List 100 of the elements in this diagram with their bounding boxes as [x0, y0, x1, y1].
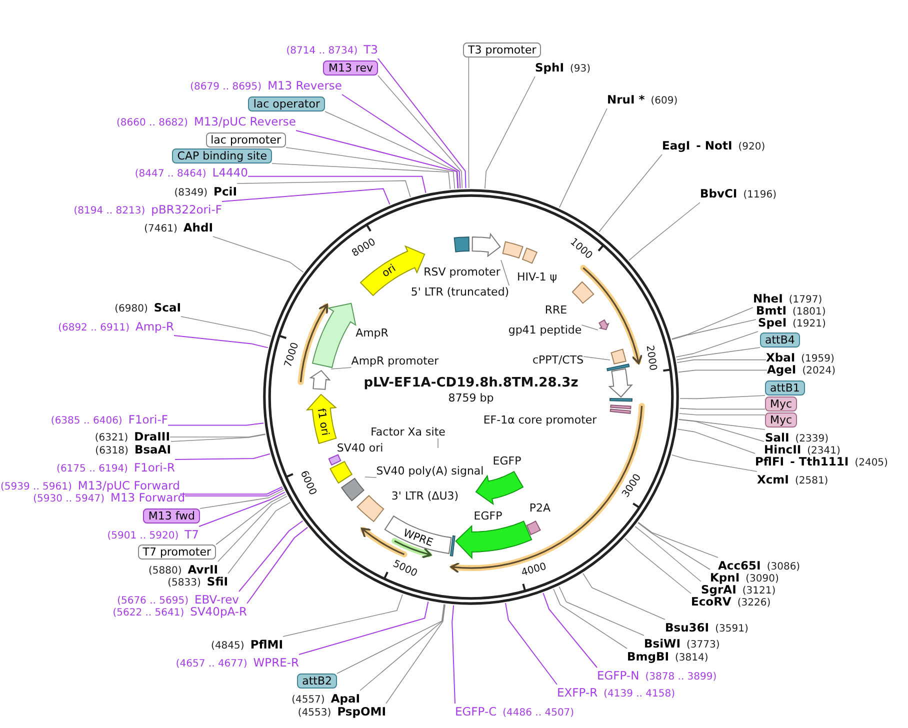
enzyme-name: DraIII	[134, 430, 170, 444]
enzyme-name: EcoRV	[691, 594, 732, 608]
cut-site-position: (4845)	[211, 640, 244, 654]
enzyme-name: - NotI	[696, 138, 732, 152]
leader-line	[500, 260, 510, 286]
feature-label: f1 ori	[314, 407, 332, 436]
leader-line	[246, 526, 308, 604]
leader-line	[170, 434, 266, 438]
feature-label: gp41 peptide	[508, 324, 582, 336]
leader-line	[216, 494, 286, 545]
feature-tag: attB2	[297, 674, 337, 688]
leader-line	[236, 180, 411, 198]
cut-site-position: (6318)	[95, 444, 128, 458]
cut-site-position: (2341)	[807, 444, 840, 456]
leader-line	[583, 356, 610, 360]
leader-line	[364, 476, 377, 478]
enzyme-name: SpeI	[758, 316, 787, 330]
leader-line	[581, 324, 598, 330]
cut-site-position: (3121)	[742, 584, 776, 598]
primer-position: (6385 .. 6406)	[50, 414, 122, 428]
cut-site-position: (1797)	[788, 294, 822, 306]
leader-line	[228, 502, 291, 574]
enzyme-name: BbvCI	[700, 186, 738, 200]
primer-name: M13/pUC Forward	[78, 478, 180, 492]
leader-line	[336, 604, 444, 674]
primer-name: Amp-R	[135, 320, 174, 334]
primer-position: (4139 .. 4158)	[604, 688, 676, 702]
leader-line	[378, 58, 466, 189]
enzyme-name: XcmI	[757, 472, 789, 486]
enzyme-name: Bsu36I	[665, 620, 710, 634]
enzyme-name: KpnI	[710, 570, 740, 584]
primer-position: (5676 .. 5695)	[117, 594, 188, 608]
cut-site-position: (5880)	[148, 564, 182, 578]
enzyme-name: HincII	[764, 442, 802, 456]
primer-position: (5939 .. 5961)	[0, 480, 72, 494]
cut-site-position: (1959)	[801, 352, 834, 366]
scale-number: 7000	[282, 340, 302, 370]
leader-line	[553, 588, 628, 649]
leader-line	[174, 335, 268, 348]
primer-position: (3878 .. 3899)	[645, 670, 717, 684]
leader-line	[676, 347, 760, 360]
leader-line	[298, 601, 429, 655]
enzyme-name: AvrII	[188, 562, 218, 576]
plasmid-size-label: 8759 bp	[448, 392, 494, 404]
leader-line	[558, 586, 644, 636]
leader-line	[672, 319, 756, 340]
primer-name: L4440	[212, 166, 248, 180]
leader-line	[582, 573, 666, 620]
enzyme-name: BmtI	[756, 304, 787, 318]
feature-label: RSV promoter	[424, 266, 500, 278]
feature-label: HIV-1 ψ	[516, 270, 558, 284]
cut-site-position: (3226)	[737, 596, 771, 610]
leader-line	[638, 522, 710, 570]
enzyme-name: BmgBI	[627, 650, 670, 664]
cut-site-position: (3591)	[715, 622, 748, 636]
feature-label: SV40 ori	[336, 442, 384, 454]
enzyme-name: AhdI	[183, 220, 213, 234]
leader-line	[638, 522, 718, 558]
feature-tag: T7 promoter	[138, 544, 216, 560]
leader-line	[184, 488, 284, 496]
feature-tag: attB1	[765, 380, 805, 396]
feature-label: SV40 poly(A) signal	[376, 464, 484, 478]
leader-line	[360, 604, 445, 691]
enzyme-name: PspOMI	[337, 704, 386, 718]
leader-line	[678, 413, 766, 416]
leader-line	[542, 592, 598, 668]
feature-tag: Myc	[765, 396, 798, 412]
feature-label: AmpR promoter	[351, 354, 439, 368]
enzyme-name: BsiWI	[644, 636, 681, 650]
feature-tag: lac operator	[248, 96, 325, 112]
leader-line	[272, 163, 451, 190]
leader-line	[671, 307, 754, 340]
leader-line	[678, 418, 766, 430]
leader-line	[378, 75, 463, 189]
leader-line	[282, 594, 403, 637]
feature-label: WPRE	[402, 526, 435, 548]
primer-position: (8679 .. 8695)	[190, 80, 262, 94]
feature-label: Factor Xa site	[370, 426, 446, 438]
primer-position: (8714 .. 8734)	[286, 44, 358, 58]
leader-line	[222, 188, 390, 205]
leader-line	[180, 316, 272, 337]
primer-position: (8194 .. 8213)	[74, 204, 146, 218]
cut-site-position: (1801)	[792, 306, 826, 318]
leader-line	[168, 422, 264, 426]
cut-site-position: (93)	[570, 62, 591, 76]
cut-site-position: (4557)	[292, 694, 325, 708]
primer-name: F1ori-R	[134, 460, 175, 474]
primer-name: M13 Forward	[110, 490, 185, 504]
cut-site-position: (6321)	[94, 432, 128, 446]
cut-site-position: (8349)	[174, 186, 208, 200]
primer-name: F1ori-F	[128, 412, 168, 426]
leader-line	[212, 236, 304, 273]
primer-name: EGFP-C	[455, 704, 497, 718]
leader-line	[452, 604, 456, 704]
leader-line	[330, 367, 352, 370]
scale-number: 6000	[297, 468, 320, 498]
leader-line	[238, 520, 304, 592]
feature-label: RRE	[544, 304, 568, 316]
leader-line	[680, 395, 766, 400]
leader-line	[248, 176, 426, 194]
